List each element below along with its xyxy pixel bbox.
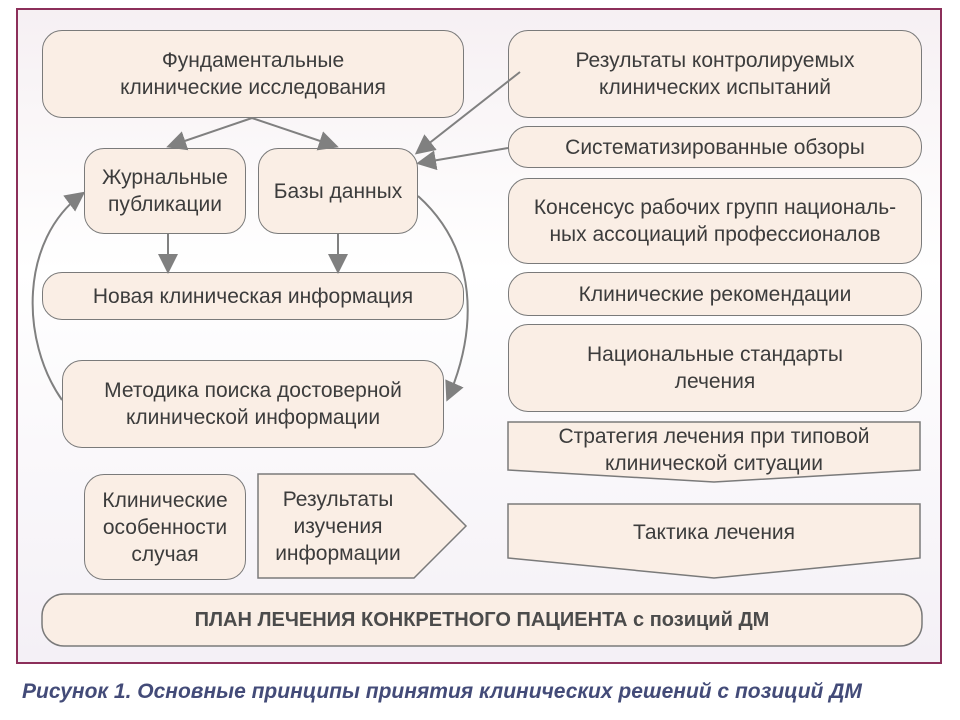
plan-bar-shape <box>41 593 923 647</box>
national-standards-box: Национальные стандарты лечения <box>508 324 922 412</box>
tactics-label: Тактика лечения <box>632 520 796 544</box>
arrow-db-to-method <box>417 195 469 402</box>
patient-plan-label: ПЛАН ЛЕЧЕНИЯ КОНКРЕТНОГО ПАЦИЕНТА с пози… <box>42 594 922 646</box>
strategy-shape <box>507 421 921 483</box>
consensus-box: Консенсус рабочих групп националь- ных а… <box>508 178 922 264</box>
journal-publications-box: Журнальные публикации <box>84 148 246 234</box>
study-results-label: Результаты изучения информации <box>275 487 401 565</box>
tactics-shape <box>507 503 921 579</box>
plan-main-text: ПЛАН ЛЕЧЕНИЯ КОНКРЕТНОГО ПАЦИЕНТА <box>194 608 628 631</box>
case-features-box: Клинические особенности случая <box>84 474 246 580</box>
controlled-trials-box: Результаты контролируемых клинических ис… <box>508 30 922 118</box>
fundamental-research-box: Фундаментальные клинические исследования <box>42 30 464 118</box>
results-shape <box>257 473 468 579</box>
arrow-method-to-journal <box>31 191 86 401</box>
figure-caption: Рисунок 1. Основные принципы принятия кл… <box>22 680 862 703</box>
plan-tail-text: с позиций ДМ <box>633 608 770 631</box>
arrow-fund-to-journal <box>166 117 253 151</box>
strategy-label: Стратегия лечения при типовой клиническо… <box>558 425 870 475</box>
arrow-systematic-to-db <box>416 147 509 171</box>
arrow-controlled-to-db <box>414 71 521 155</box>
databases-box: Базы данных <box>258 148 418 234</box>
systematic-reviews-box: Систематизированные обзоры <box>508 126 922 168</box>
arrow-fund-to-db <box>251 117 339 151</box>
clinical-recommendations-box: Клинические рекомендации <box>508 272 922 316</box>
search-method-box: Методика поиска достоверной клинической … <box>62 360 444 448</box>
new-clinical-info-box: Новая клиническая информация <box>42 272 464 320</box>
